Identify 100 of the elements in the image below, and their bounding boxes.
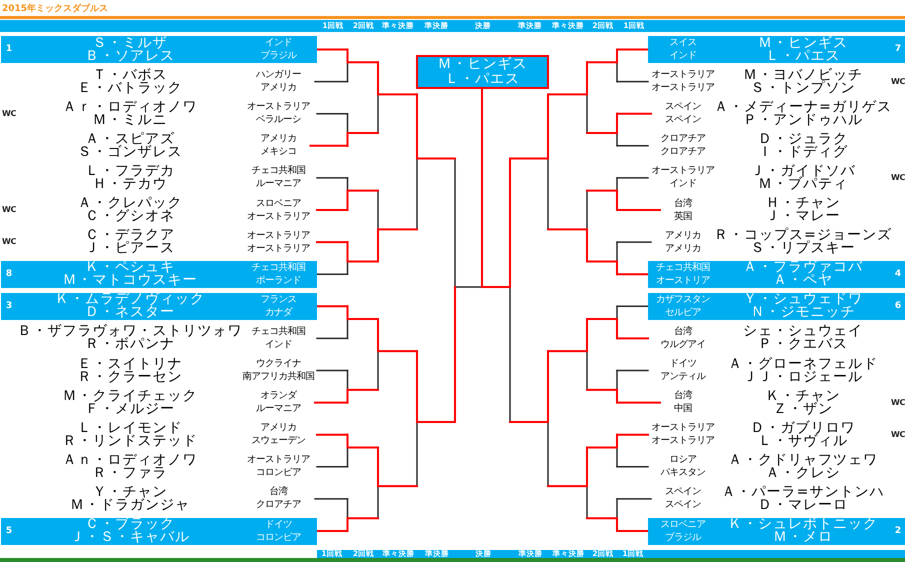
bracket-line	[586, 190, 618, 192]
player-name: Ｄ・ガブリロワ	[750, 422, 856, 434]
country-name: カナダ	[265, 308, 292, 318]
champion-box	[416, 55, 549, 88]
bracket-line	[586, 446, 588, 488]
bracket-line	[586, 132, 618, 134]
country-name: コロンビア	[256, 532, 301, 542]
bracket-line	[377, 94, 379, 134]
bracket-line	[586, 350, 588, 391]
bracket-line	[346, 434, 348, 448]
bracket-line	[454, 286, 456, 423]
bracket-line	[616, 48, 618, 64]
bracket-line	[616, 402, 661, 404]
bracket-line	[416, 421, 418, 487]
country-name: ルーマニア	[256, 404, 301, 414]
seed-number: 3	[6, 300, 12, 312]
bracket-line	[616, 466, 649, 468]
country-name: ベラルーシ	[256, 115, 301, 126]
bracket-line	[616, 112, 652, 115]
seed-number: 4	[894, 268, 902, 280]
bracket-line	[316, 338, 348, 340]
player-name: ＪＪ・ロジェール	[743, 370, 863, 382]
country-name: クロアチア	[660, 134, 706, 144]
wildcard-label: WC	[890, 76, 905, 87]
country-name: チェコ共和国	[252, 166, 306, 176]
bracket-line	[316, 466, 348, 468]
player-name: Ａ・スピアズ	[85, 132, 175, 145]
bracket-line	[316, 273, 348, 275]
bracket-line	[416, 158, 418, 230]
player-name: Ｌ・レイモンド	[78, 422, 182, 434]
bracket-line	[616, 530, 649, 532]
country-name: スペイン	[665, 115, 701, 126]
player-name: Ｎ・ジモニッチ	[750, 306, 856, 318]
country-name: スペイン	[665, 487, 701, 498]
country-name: スウェーデン	[252, 436, 306, 446]
country-name: ドイツ	[670, 359, 696, 369]
country-name: スペイン	[665, 102, 701, 112]
player-name: Ｒ・コップス=ジョーンズ	[714, 229, 892, 242]
seed-number: 2	[894, 526, 902, 536]
player-name: Ｋ・ムラデノヴィック	[55, 293, 205, 306]
wildcard-label: WC	[2, 237, 16, 248]
player-name: Ｒ・リンドステッド	[62, 434, 198, 447]
country-name: オーストラリア	[247, 102, 310, 112]
bracket-line	[346, 318, 348, 340]
team-entry-box	[1, 292, 317, 320]
bracket-line	[509, 420, 549, 423]
bracket-line	[586, 485, 588, 519]
bracket-line	[346, 177, 348, 192]
bracket-line	[377, 485, 418, 488]
player-name: Ｍ・ヒンギス	[758, 36, 848, 48]
seed-number: 7	[894, 44, 902, 55]
player-name: Ｍ・ヒンギス	[438, 58, 528, 71]
player-name: Ａ・クレシ	[766, 466, 840, 479]
seed-number: 5	[6, 526, 12, 536]
bracket-line	[310, 144, 348, 147]
bracket-line	[616, 48, 649, 50]
player-name: Ｒ・ボパンナ	[85, 338, 175, 350]
player-name: Ａ・グローネフェルド	[728, 358, 878, 370]
bracket-line	[346, 318, 379, 320]
country-name: オーストラリア	[247, 212, 310, 222]
country-name: パキスタン	[660, 468, 706, 478]
team-entry-box	[648, 36, 905, 63]
bracket-line	[586, 517, 618, 520]
player-name: Ｉ・ドディグ	[758, 146, 848, 158]
bracket-line	[346, 498, 348, 519]
bracket-line	[616, 177, 649, 179]
bracket-line	[586, 318, 618, 320]
bracket-line	[547, 421, 549, 487]
player-name: Ｄ・マレーロ	[758, 498, 848, 511]
bracket-line	[316, 530, 348, 532]
player-name: Ｍ・メロ	[773, 531, 833, 543]
bracket-line	[586, 446, 618, 448]
bracket-line	[481, 88, 483, 288]
player-name: Ｓ・トンプソン	[750, 82, 856, 94]
bracket-line	[616, 434, 649, 436]
country-name: スイス	[670, 38, 696, 48]
bracket-line	[616, 337, 649, 340]
bracket-line	[377, 350, 379, 391]
bracket-line	[616, 273, 649, 276]
player-name: Ｐ・クエバス	[758, 338, 848, 350]
bracket-line	[314, 402, 348, 404]
bracket-line	[377, 228, 379, 262]
bracket-line	[547, 93, 588, 96]
country-name: インド	[265, 38, 292, 48]
country-name: ブラジル	[665, 532, 701, 542]
country-name: 南アフリカ共和国	[242, 372, 314, 382]
bracket-line	[586, 61, 588, 96]
player-name: Ｔ・バボス	[92, 68, 168, 81]
bracket-line	[616, 241, 652, 243]
bracket-line	[616, 306, 649, 308]
player-name: Ｒ・ファラ	[92, 466, 168, 479]
country-name: オーストラリア	[247, 244, 310, 254]
country-name: チェコ共和国	[656, 262, 710, 273]
bracket-line	[586, 94, 588, 134]
bracket-line	[377, 93, 418, 96]
bracket-line	[616, 306, 618, 320]
country-name: インド	[670, 51, 696, 61]
bracket-line	[377, 318, 379, 352]
bracket-line	[616, 446, 618, 468]
country-name: オーストラリア	[652, 423, 714, 434]
